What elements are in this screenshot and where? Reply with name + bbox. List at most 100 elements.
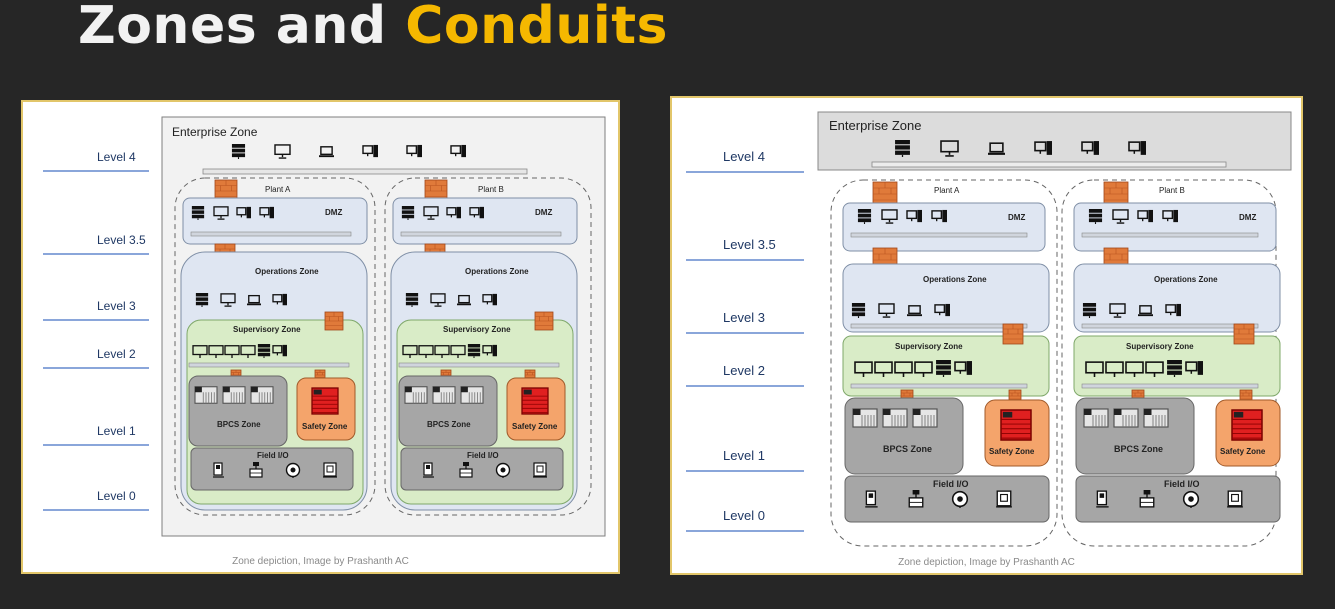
level-label: Level 1 [97,424,136,438]
transmitter-icon [213,462,224,478]
server-icon [895,140,910,157]
workstation-icon [934,303,950,317]
monitor-icon [220,293,236,307]
hmi-panel-icon [874,361,893,377]
supervisory-label: Supervisory Zone [233,325,301,334]
plc-rack-icon [460,386,484,404]
gauge-icon [495,462,511,478]
workstation-icon [362,144,378,158]
operations-label: Operations Zone [1154,275,1218,284]
monitor-icon [1109,303,1126,318]
field-io-zone [190,447,354,491]
hmi-panel-icon [418,345,434,358]
laptop-icon [988,142,1005,155]
hmi-panel-icon [192,345,208,358]
level-label: Level 3 [97,299,136,313]
level-label: Level 4 [97,150,136,164]
sensor-icon [996,490,1012,508]
workstation-icon [931,209,947,223]
monitor-icon [430,293,446,307]
server-icon [401,206,415,220]
valve-icon [459,462,473,478]
safety-label: Safety Zone [1220,447,1266,456]
server-icon [936,360,951,377]
laptop-icon [319,146,335,158]
valve-icon [249,462,263,478]
panel-caption: Zone depiction, Image by Prashanth AC [898,557,1075,568]
firewall-icon [1233,323,1255,345]
title-accent: Conduits [405,0,668,56]
slide-title: Zones and Conduits [78,0,668,56]
dmz-label: DMZ [1008,213,1025,222]
firewall-icon [872,181,898,207]
field-io-label: Field I/O [257,451,289,460]
workstation-icon [1137,209,1153,223]
safety-label: Safety Zone [512,422,558,431]
bpcs-label: BPCS Zone [1114,444,1163,454]
supervisory-label: Supervisory Zone [443,325,511,334]
hmi-panel-icon [208,345,224,358]
level-label: Level 0 [723,508,765,523]
sensor-icon [533,462,547,478]
firewall-icon [534,311,554,331]
dmz-zone [1073,202,1277,252]
server-icon [467,344,481,358]
level-label: Level 2 [723,363,765,378]
server-icon [1082,303,1097,319]
enterprise-zone: Enterprise Zone [817,111,1292,171]
workstation-icon [1128,141,1146,155]
operations-zone [1073,263,1281,333]
server-icon [231,144,246,160]
plc-rack-icon [194,386,218,404]
workstation-icon [469,206,484,219]
hmi-panel-icon [914,361,933,377]
monitor-icon [423,206,439,220]
workstation-icon [1185,361,1203,375]
server-icon [195,293,209,307]
firewall-icon [1239,389,1253,403]
monitor-icon [1112,209,1129,224]
workstation-icon [450,144,466,158]
hmi-panel-icon [1085,361,1104,377]
level-label: Level 4 [723,149,765,164]
workstation-icon [482,293,497,306]
hmi-panel-icon [224,345,240,358]
server-icon [405,293,419,307]
transmitter-icon [423,462,434,478]
valve-icon [1139,490,1155,508]
dmz-zone [392,197,578,245]
plant-label: Plant A [934,186,960,195]
network-bus [1081,232,1259,238]
supervisory-label: Supervisory Zone [1126,342,1194,351]
workstation-icon [1165,303,1181,317]
workstation-icon [1081,141,1099,155]
level-label: Level 1 [723,448,765,463]
operations-label: Operations Zone [923,275,987,284]
field-io-label: Field I/O [933,479,969,489]
safety-label: Safety Zone [989,447,1035,456]
network-bus [202,168,528,175]
network-bus [1081,323,1259,329]
dmz-label: DMZ [1239,213,1256,222]
operations-label: Operations Zone [465,267,529,276]
network-bus [188,362,350,368]
workstation-icon [272,293,287,306]
field-io-zone [1075,475,1281,523]
monitor-icon [213,206,229,220]
field-io-zone [844,475,1050,523]
network-bus [871,161,1227,168]
hmi-panel-icon [894,361,913,377]
server-icon [1167,360,1182,377]
level-label: Level 2 [97,347,136,361]
bpcs-label: BPCS Zone [883,444,932,454]
valve-icon [908,490,924,508]
workstation-icon [272,344,287,357]
plc-rack-icon [250,386,274,404]
safety-controller-icon [1000,409,1032,441]
bpcs-label: BPCS Zone [217,420,261,429]
sensor-icon [1227,490,1243,508]
